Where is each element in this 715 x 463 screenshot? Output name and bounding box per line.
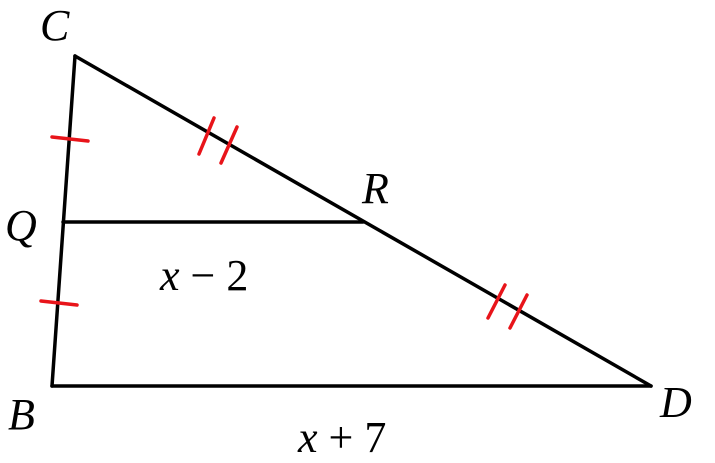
tick-mark-QB — [39, 299, 79, 307]
vertex-label-B: B — [8, 390, 35, 439]
segment-label-BD: x + 7 — [297, 413, 386, 462]
tick-mark-CQ — [50, 135, 90, 143]
vertex-label-R: R — [361, 164, 389, 213]
segment-label-QR: x − 2 — [159, 251, 248, 300]
double-tick-mark-CR — [197, 116, 239, 165]
vertex-label-Q: Q — [5, 201, 37, 250]
vertex-label-D: D — [659, 378, 692, 427]
vertex-label-C: C — [40, 1, 70, 50]
double-tick-mark-RD — [486, 283, 529, 330]
